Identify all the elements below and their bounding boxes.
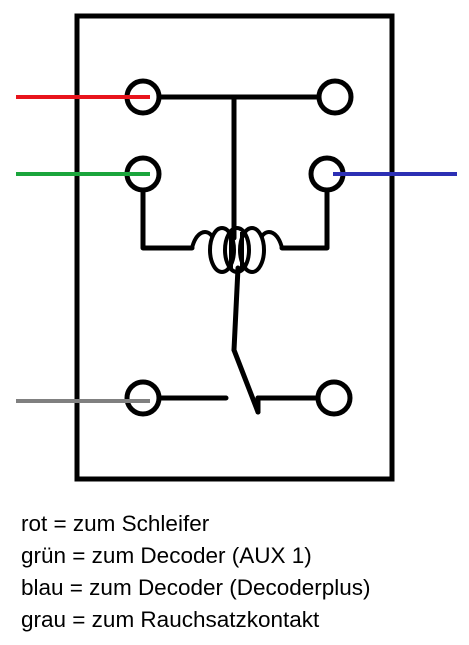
wire-color-legend: rot = zum Schleifer grün = zum Decoder (…: [21, 508, 371, 636]
relay-housing: [74, 13, 395, 482]
legend-item-blue: blau = zum Decoder (Decoderplus): [21, 575, 371, 600]
relay-coil: [190, 226, 284, 274]
terminal-bottom-left: [124, 379, 162, 417]
legend-item-red: rot = zum Schleifer: [21, 511, 210, 536]
legend-item-gray: grau = zum Rauchsatzkontakt: [21, 607, 320, 632]
terminal-top-right: [316, 78, 354, 116]
terminal-bottom-right: [315, 379, 353, 417]
relay-coil-core: [229, 232, 244, 270]
relay-internal-wiring: [140, 94, 330, 415]
external-wires: [16, 95, 457, 403]
legend-item-green: grün = zum Decoder (AUX 1): [21, 543, 312, 568]
relay-wiring-diagram: [16, 13, 457, 482]
